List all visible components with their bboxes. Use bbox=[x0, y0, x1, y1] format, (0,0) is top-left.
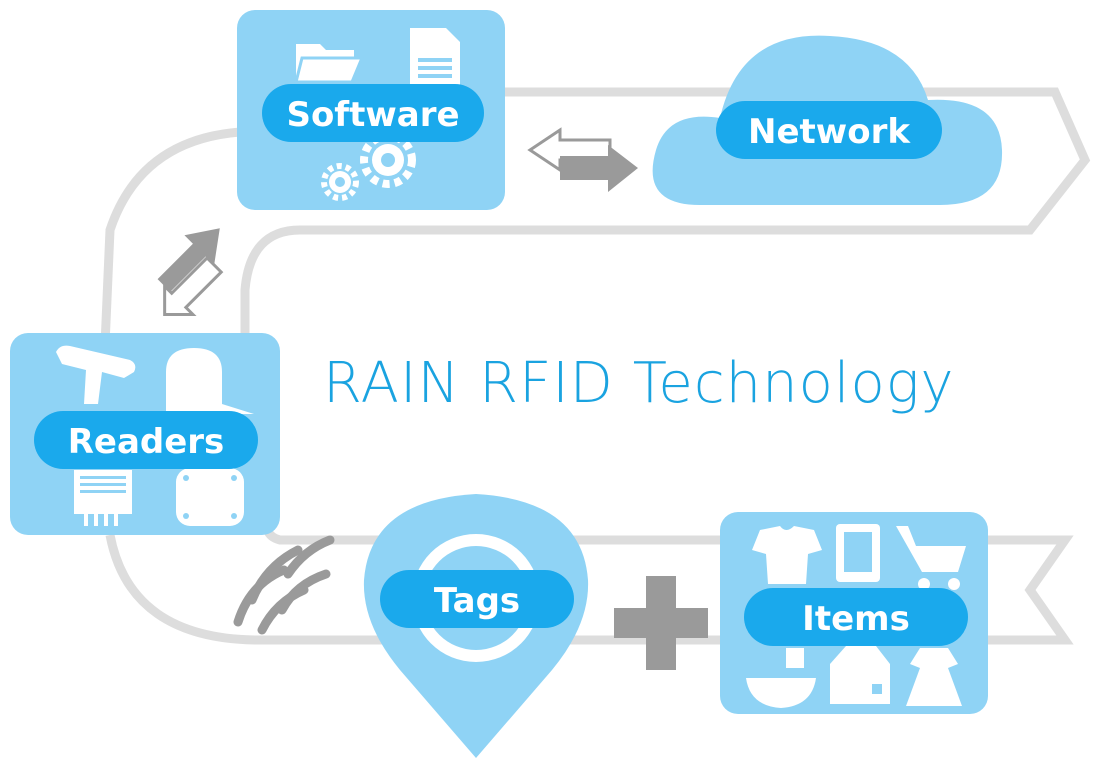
readers-label: Readers bbox=[68, 422, 225, 462]
phone-icon bbox=[836, 524, 880, 582]
plus-icon bbox=[614, 576, 708, 670]
tags-label: Tags bbox=[434, 581, 520, 621]
gears-icon bbox=[321, 132, 416, 201]
tshirt-icon bbox=[752, 526, 822, 584]
box-icon bbox=[830, 646, 890, 704]
readers-node: Readers bbox=[10, 333, 280, 535]
folder-icon bbox=[294, 44, 365, 84]
network-node: Network bbox=[652, 35, 1003, 205]
tags-node: Tags bbox=[363, 494, 589, 758]
radio-waves-icon bbox=[233, 535, 335, 635]
diagonal-bidirectional-arrow-icon bbox=[157, 228, 224, 316]
reader-module-icon bbox=[74, 470, 132, 526]
readers-pill bbox=[34, 411, 258, 469]
fixed-reader-icon bbox=[166, 348, 254, 414]
shopping-cart-icon bbox=[896, 526, 966, 590]
document-icon bbox=[410, 28, 460, 86]
software-label: Software bbox=[286, 95, 459, 135]
handheld-reader-icon bbox=[56, 345, 136, 404]
software-node: Software bbox=[237, 10, 505, 210]
software-pill bbox=[262, 84, 484, 142]
items-node: Items bbox=[720, 512, 988, 714]
tags-pill bbox=[380, 570, 574, 628]
network-label: Network bbox=[748, 112, 911, 152]
bowl-icon bbox=[746, 648, 816, 708]
items-pill bbox=[744, 588, 968, 646]
items-label: Items bbox=[802, 599, 910, 639]
bidirectional-arrow-icon bbox=[527, 127, 638, 192]
network-pill bbox=[716, 101, 942, 159]
dress-icon bbox=[906, 648, 962, 706]
antenna-icon bbox=[176, 468, 244, 526]
page-title: RAIN RFID Technology bbox=[323, 351, 954, 416]
